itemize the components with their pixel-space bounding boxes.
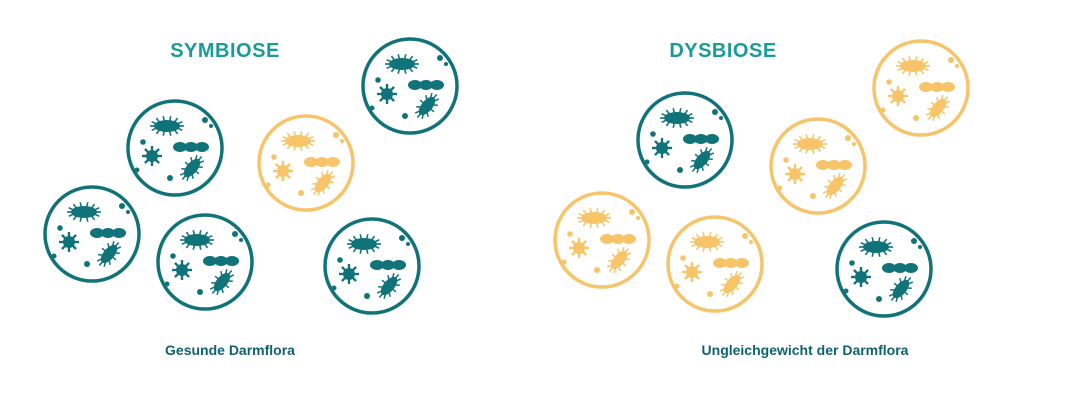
bacteria-colony-icon-symbiose-4 bbox=[156, 213, 254, 311]
bacteria-colony-icon-symbiose-0 bbox=[126, 99, 224, 197]
bacteria-colony-icon-symbiose-2 bbox=[257, 114, 355, 212]
bacteria-colony-icon-dysbiose-5 bbox=[835, 220, 933, 318]
dysbiose-caption: Ungleichgewicht der Darmflora bbox=[701, 342, 909, 358]
bacteria-colony-icon-symbiose-3 bbox=[43, 185, 141, 283]
bacteria-colony-icon-symbiose-1 bbox=[361, 37, 459, 135]
bacteria-colony-icon-dysbiose-0 bbox=[636, 91, 734, 189]
bacteria-colony-icon-dysbiose-2 bbox=[769, 117, 867, 215]
symbiose-title: SYMBIOSE bbox=[170, 40, 280, 62]
bacteria-colony-icon-dysbiose-1 bbox=[872, 39, 970, 137]
bacteria-colony-icon-symbiose-5 bbox=[323, 217, 421, 315]
bacteria-colony-icon-dysbiose-3 bbox=[553, 191, 651, 289]
bacteria-colony-icon-dysbiose-4 bbox=[666, 215, 764, 313]
dysbiose-title: DYSBIOSE bbox=[669, 40, 777, 62]
symbiose-caption: Gesunde Darmflora bbox=[165, 342, 295, 358]
